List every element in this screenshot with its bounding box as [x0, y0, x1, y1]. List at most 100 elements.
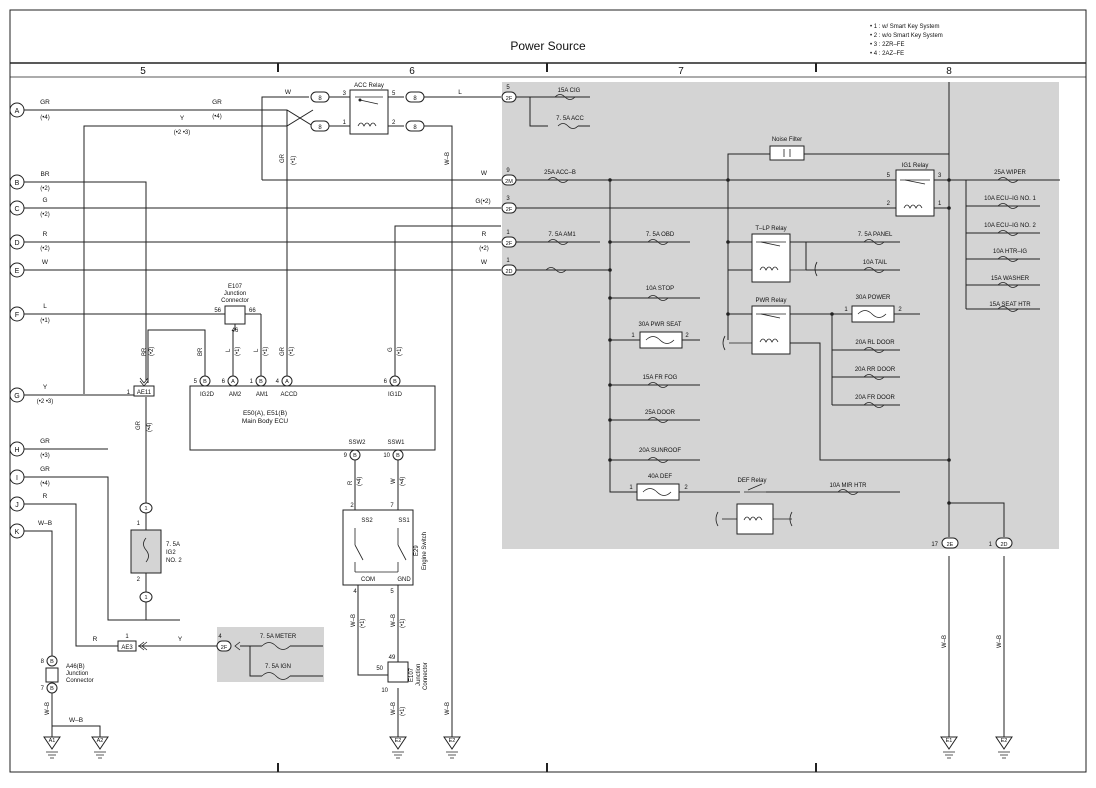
- svg-text:20A FR DOOR: 20A FR DOOR: [855, 395, 895, 401]
- svg-text:2F: 2F: [506, 241, 513, 247]
- svg-text:Main Body ECU: Main Body ECU: [242, 418, 289, 425]
- svg-text:2F: 2F: [506, 96, 513, 102]
- svg-text:1: 1: [250, 379, 254, 385]
- svg-text:8: 8: [41, 659, 45, 665]
- svg-text:(•2): (•2): [40, 186, 49, 192]
- svg-text:IG1 Relay: IG1 Relay: [902, 163, 929, 169]
- svg-text:1: 1: [506, 258, 510, 264]
- svg-text:(•2): (•2): [40, 212, 49, 218]
- svg-text:IG2D: IG2D: [200, 392, 215, 398]
- svg-text:E2: E2: [449, 738, 456, 744]
- svg-text:AE11: AE11: [137, 390, 152, 396]
- svg-text:W: W: [285, 89, 292, 96]
- svg-text:7. 5A PANEL: 7. 5A PANEL: [858, 232, 893, 238]
- svg-text:(•1): (•1): [235, 347, 241, 356]
- svg-text:30A POWER: 30A POWER: [856, 295, 891, 301]
- ground-e1: E1: [940, 736, 958, 759]
- svg-text:Junction: Junction: [224, 291, 246, 297]
- svg-text:A1: A1: [49, 738, 56, 744]
- svg-text:46: 46: [232, 328, 239, 334]
- svg-text:E1: E1: [946, 738, 953, 744]
- svg-text:SS1: SS1: [398, 518, 410, 524]
- ground-a2: A2: [91, 736, 109, 759]
- svg-text:49: 49: [389, 655, 396, 661]
- ae11-connector: AE11 1: [127, 377, 155, 397]
- svg-text:9: 9: [344, 453, 348, 459]
- svg-text:B: B: [50, 659, 54, 665]
- exit-2d: 2D1: [989, 537, 1013, 549]
- svg-text:10A HTR–IG: 10A HTR–IG: [993, 249, 1027, 255]
- svg-text:GR: GR: [40, 466, 50, 473]
- svg-text:2: 2: [392, 120, 396, 126]
- svg-text:7: 7: [390, 503, 394, 509]
- svg-text:GR: GR: [280, 346, 286, 356]
- svg-text:66: 66: [249, 308, 256, 314]
- svg-text:8: 8: [413, 125, 417, 131]
- column-6: 6: [409, 66, 415, 77]
- svg-text:10A STOP: 10A STOP: [646, 286, 674, 292]
- svg-text:17: 17: [931, 542, 938, 548]
- svg-text:1: 1: [631, 333, 635, 339]
- svg-text:ACCD: ACCD: [280, 392, 298, 398]
- a46-junction-connector: B B 8 7 A46(B) Junction Connector: [41, 655, 94, 694]
- svg-text:20A SUNROOF: 20A SUNROOF: [639, 448, 681, 454]
- svg-text:15A WASHER: 15A WASHER: [991, 276, 1030, 282]
- svg-text:G: G: [388, 347, 394, 352]
- svg-text:3: 3: [506, 196, 510, 202]
- svg-text:G: G: [42, 197, 47, 204]
- svg-text:D: D: [14, 240, 19, 247]
- svg-text:1: 1: [629, 485, 633, 491]
- svg-text:W: W: [481, 259, 488, 266]
- entry-2f-b: 2F 1: [501, 230, 517, 248]
- svg-text:L: L: [226, 348, 232, 352]
- note-3: • 3 : 2ZR–FE: [870, 42, 904, 48]
- exit-2e: 2E 17: [931, 537, 959, 549]
- ig2-fuse: 1 1 7. 5A IG2 NO. 2 2 1: [108, 502, 182, 621]
- e107-lower-junction-connector: 49 50 10 E107 Junction Connector: [376, 655, 429, 694]
- svg-text:E29: E29: [414, 545, 420, 556]
- svg-text:E107: E107: [409, 667, 415, 682]
- ground-e2-b: E2: [443, 736, 461, 759]
- svg-text:9: 9: [506, 168, 510, 174]
- svg-text:K: K: [15, 529, 20, 536]
- svg-text:L: L: [458, 89, 462, 96]
- svg-text:(•3): (•3): [40, 453, 49, 459]
- e107-junction-connector: E107 Junction Connector 56 66 46: [214, 284, 256, 334]
- ae3-connector: AE3 1: [117, 634, 148, 652]
- svg-text:3: 3: [343, 91, 347, 97]
- svg-text:H: H: [14, 447, 19, 454]
- svg-text:2F: 2F: [506, 207, 513, 213]
- svg-text:W–B: W–B: [69, 717, 83, 724]
- svg-text:2: 2: [137, 577, 141, 583]
- svg-text:IG2: IG2: [166, 550, 176, 556]
- svg-text:G: G: [14, 393, 19, 400]
- svg-text:Y: Y: [43, 384, 48, 391]
- connector-8-tags: 8 8 8 8: [310, 91, 425, 132]
- svg-text:4: 4: [276, 379, 280, 385]
- svg-text:B: B: [203, 379, 207, 385]
- svg-text:5: 5: [506, 85, 510, 91]
- svg-text:(•1): (•1): [400, 707, 406, 716]
- connector-g: G Y (•2 •3): [9, 384, 53, 405]
- svg-text:BR: BR: [198, 347, 204, 356]
- svg-text:Noise Filter: Noise Filter: [772, 137, 802, 143]
- svg-text:20A RR DOOR: 20A RR DOOR: [855, 367, 896, 373]
- svg-text:W: W: [391, 478, 397, 484]
- svg-text:1: 1: [144, 595, 147, 601]
- svg-text:1: 1: [343, 120, 347, 126]
- column-5: 5: [140, 66, 146, 77]
- svg-text:F: F: [15, 312, 19, 319]
- svg-text:A46(B): A46(B): [66, 664, 85, 670]
- svg-text:AM2: AM2: [229, 392, 242, 398]
- connector-b: B BR (•2): [9, 171, 50, 192]
- svg-text:G(•2): G(•2): [475, 198, 490, 205]
- svg-text:E50(A), E51(B): E50(A), E51(B): [243, 410, 287, 417]
- svg-text:Connector: Connector: [66, 678, 94, 684]
- svg-text:(•2): (•2): [40, 246, 49, 252]
- svg-text:2M: 2M: [505, 179, 513, 185]
- svg-text:(•4): (•4): [40, 481, 49, 487]
- svg-text:1: 1: [506, 230, 510, 236]
- svg-text:E2: E2: [1001, 738, 1008, 744]
- svg-text:2E: 2E: [947, 542, 954, 548]
- connector-f: F L (•1): [9, 303, 50, 324]
